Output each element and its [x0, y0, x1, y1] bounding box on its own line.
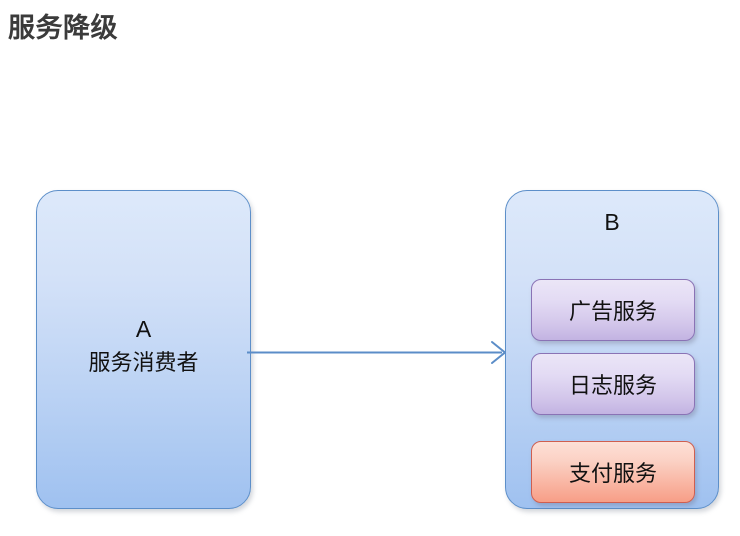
connector-arrow-a-to-b [247, 341, 507, 364]
page-title: 服务降级 [8, 13, 118, 43]
service-chip-label: 支付服务 [568, 461, 657, 486]
service-chip-log[interactable]: 日志服务 [531, 353, 695, 415]
consumer-letter: A [135, 316, 152, 342]
service-chip-ad[interactable]: 广告服务 [531, 279, 695, 341]
service-chip-label: 日志服务 [568, 373, 657, 398]
consumer-label-group: A 服务消费者 [37, 314, 250, 380]
service-chip-label: 广告服务 [568, 299, 657, 324]
consumer-name: 服务消费者 [88, 350, 199, 375]
provider-letter: B [604, 209, 620, 235]
node-service-consumer[interactable]: A 服务消费者 [36, 190, 251, 509]
node-service-provider[interactable]: B 广告服务 日志服务 支付服务 [505, 190, 719, 509]
service-chip-payment[interactable]: 支付服务 [531, 441, 695, 503]
